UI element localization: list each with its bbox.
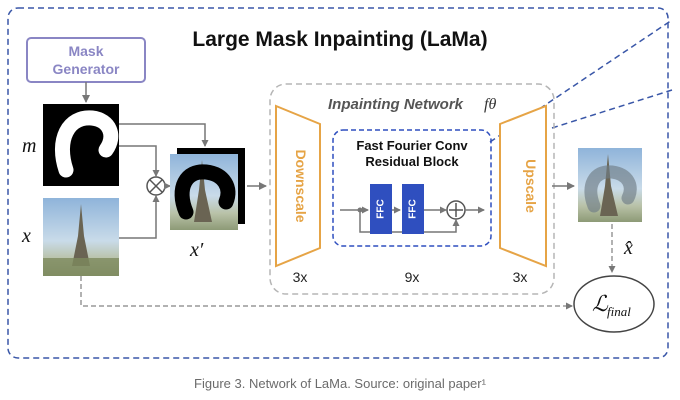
loss-symbol: ℒ [592,291,609,316]
ffc-residual-block [332,129,492,247]
lama-diagram: Large Mask Inpainting (LaMa) Mask Genera… [7,7,673,359]
figure-caption: Figure 3. Network of LaMa. Source: origi… [194,376,486,391]
ffc-layer-1 [370,184,392,234]
inpainting-network-label: Inpainting Network [328,96,464,113]
loss-subscript: final [607,304,631,319]
upscale-label: Upscale [523,159,539,213]
output-image [578,148,642,222]
ffc-layer-1-label: FFC [376,199,387,218]
label-m: m [22,135,36,157]
zoom-line-top [489,19,673,143]
mask-image [43,104,119,186]
label-x: x [21,225,31,247]
masked-image [170,148,245,230]
upscale-block [499,104,547,268]
ffc-block-line2: Residual Block [365,154,459,169]
circle-times-icon [146,176,166,196]
downscale-label: Downscale [293,149,309,222]
ffc-block-line1: Fast Fourier Conv [356,138,468,153]
label-x-hat: x̂ [623,237,633,259]
diagram-title: Large Mask Inpainting (LaMa) [192,28,487,51]
loss-node [573,275,655,333]
downscale-count: 3x [293,269,308,285]
circle-plus-icon [446,200,466,220]
ffc-count: 9x [405,269,420,285]
outer-frame [7,7,669,359]
f-theta-label: fθ [484,96,496,113]
mask-generator-line1: Mask [68,43,103,59]
ffc-layer-2-label: FFC [408,199,419,218]
inpainting-network-box [269,83,555,295]
input-image [43,198,119,276]
zoom-line-bottom [551,89,673,129]
upscale-count: 3x [513,269,528,285]
label-x-prime: x′ [189,239,204,261]
ffc-layer-2 [402,184,424,234]
downscale-block [275,104,321,268]
mask-generator-line2: Generator [53,61,120,77]
